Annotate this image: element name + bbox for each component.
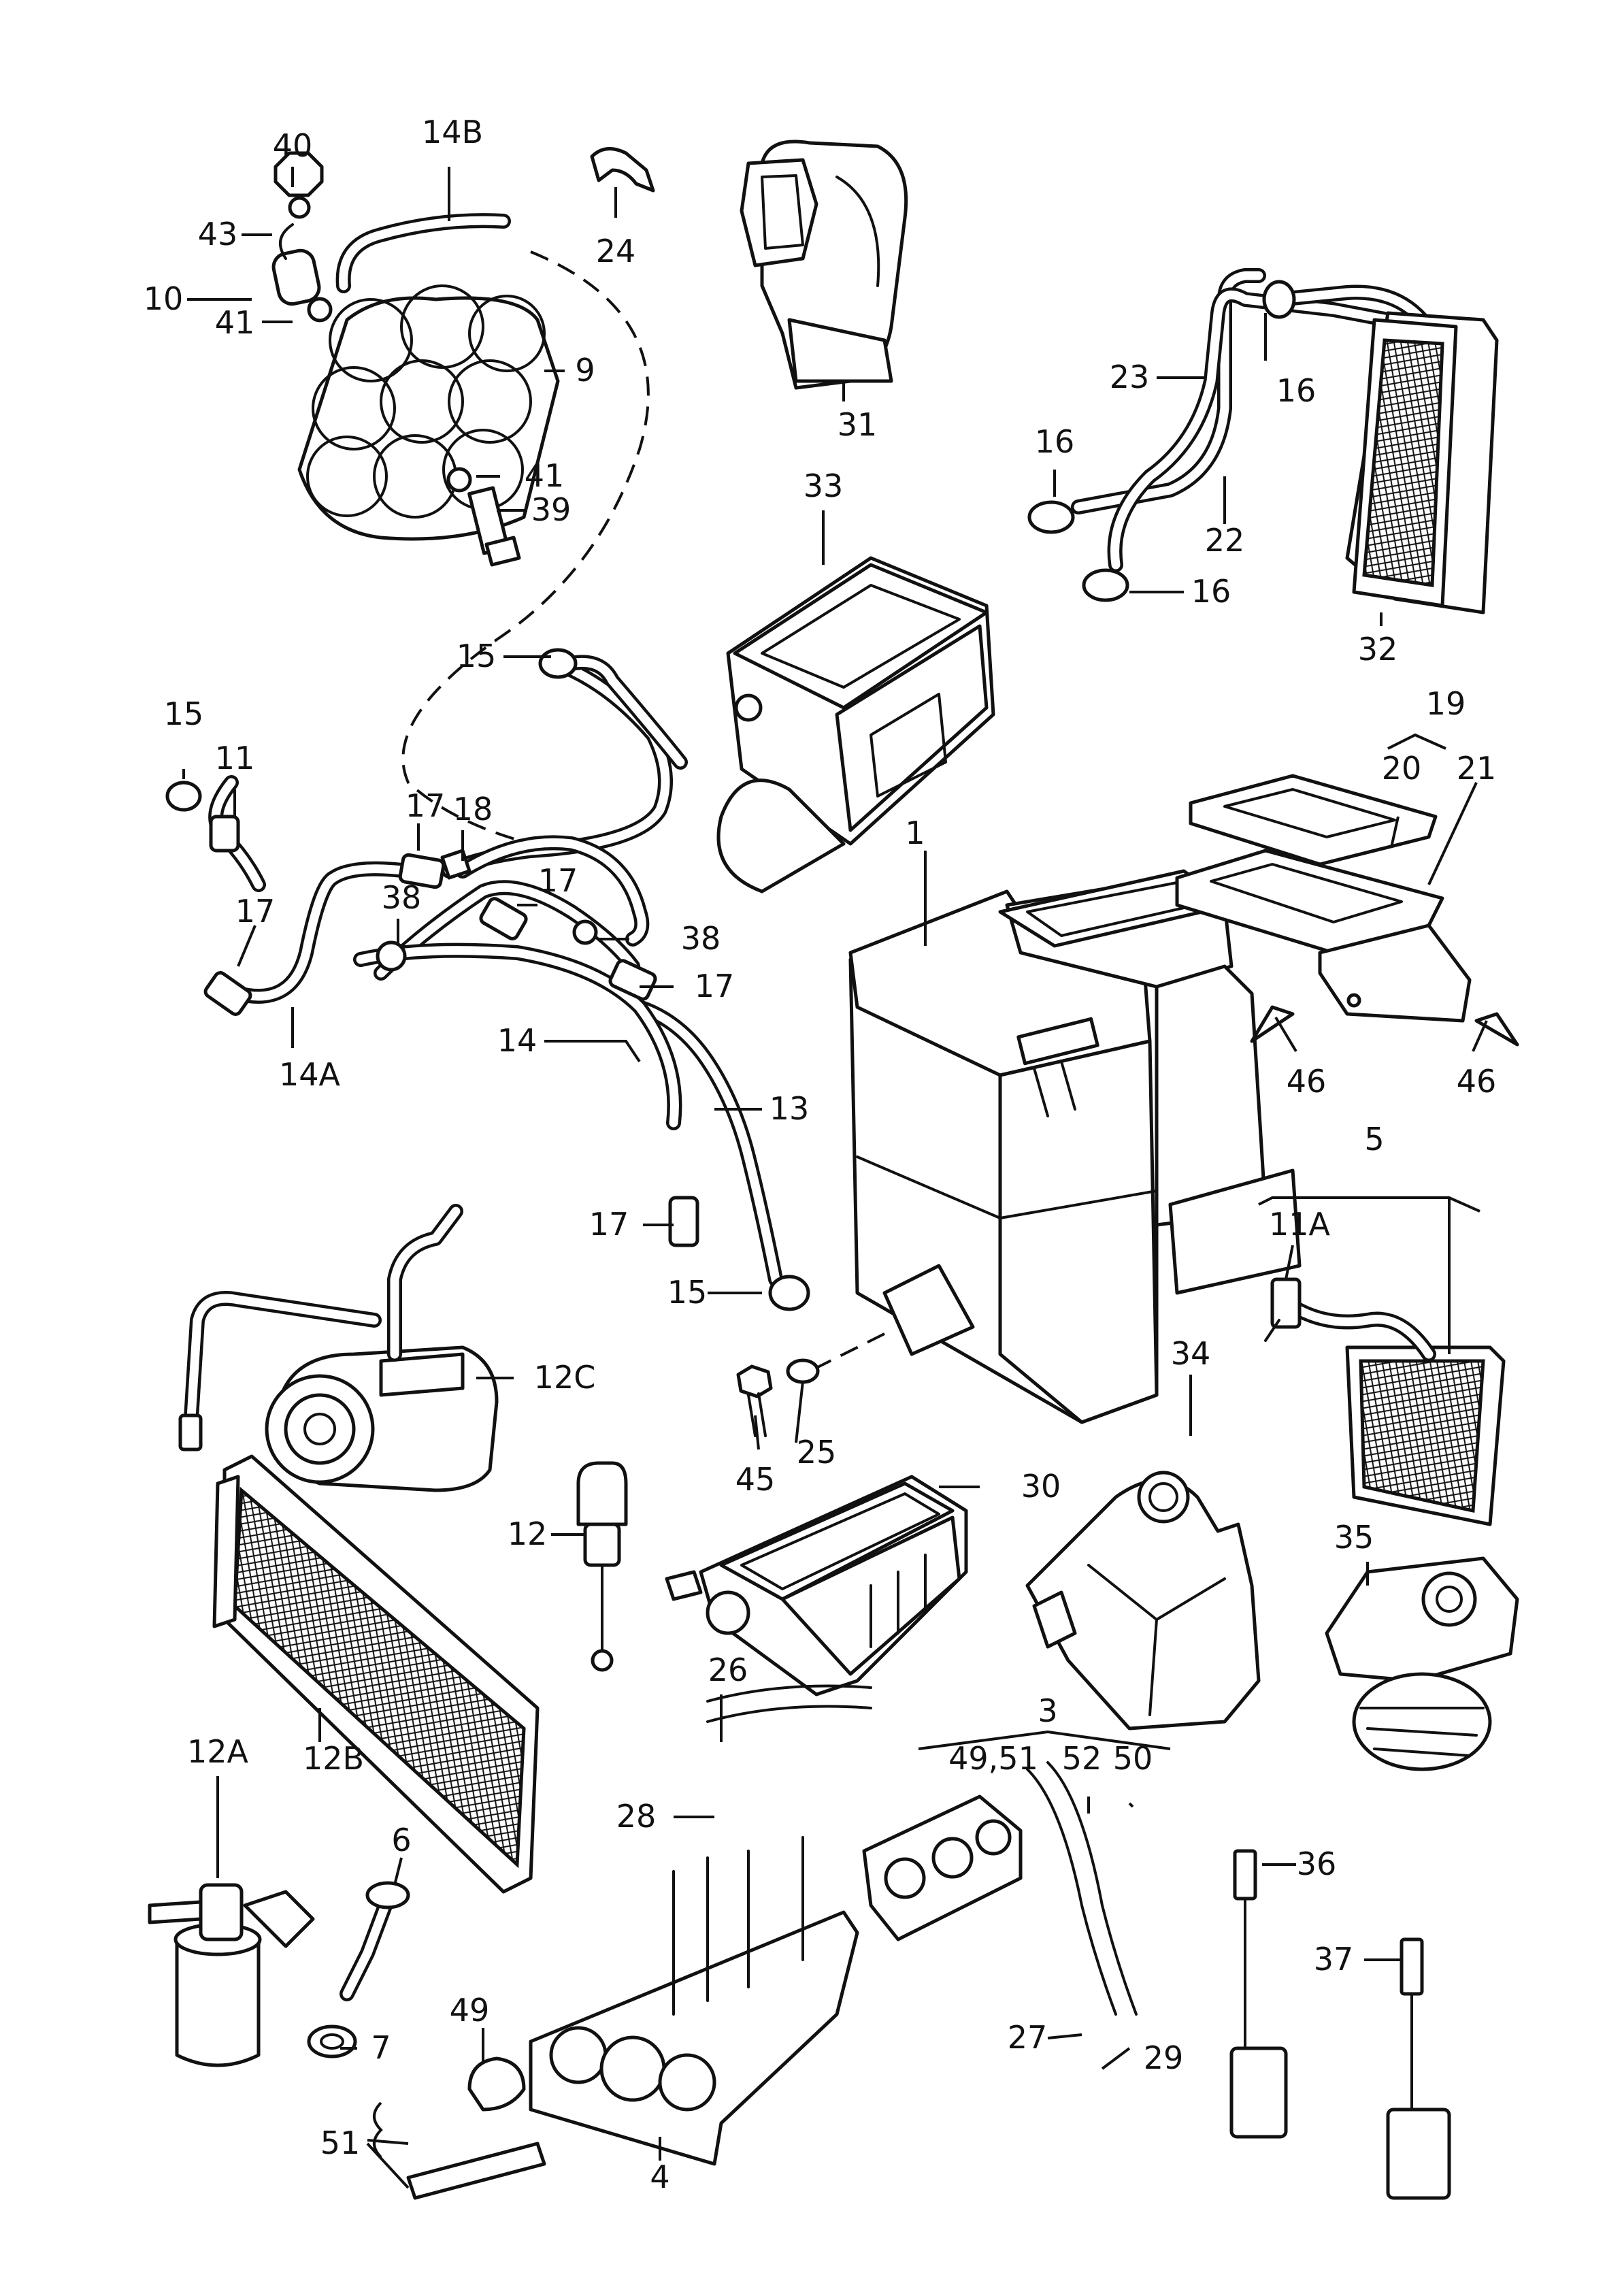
callout-13: 13: [769, 1090, 810, 1127]
callout-24: 24: [596, 233, 636, 269]
callout-37: 37: [1314, 1941, 1354, 1978]
callout-20: 20: [1382, 750, 1422, 787]
callout-12c: 12C: [534, 1359, 596, 1396]
callout-17-d: 17: [695, 968, 735, 1004]
hvac-housing: [816, 869, 1302, 1424]
evaporator: [1264, 1277, 1506, 1526]
callout-12b: 12B: [303, 1740, 364, 1777]
wiring-harness-37: [1386, 1937, 1451, 2200]
callout-5: 5: [1364, 1121, 1384, 1158]
callout-1: 1: [905, 815, 925, 851]
callout-25: 25: [797, 1434, 837, 1471]
callout-17-c: 17: [538, 862, 578, 899]
callout-41-a: 41: [215, 304, 255, 341]
heater-box-lower: [665, 1475, 968, 1696]
compressor: [178, 1204, 499, 1492]
callout-50: 50: [1113, 1740, 1153, 1777]
callout-32: 32: [1358, 631, 1398, 668]
callout-14: 14: [497, 1022, 537, 1059]
blower-motor: [1325, 1556, 1519, 1771]
callout-46-b: 46: [1457, 1063, 1497, 1100]
wiring-harness-36: [1229, 1849, 1288, 2139]
callout-49-51: 49,51: [948, 1740, 1038, 1777]
callout-15-a: 15: [457, 638, 497, 674]
callout-3: 3: [1038, 1692, 1057, 1729]
callout-43: 43: [198, 216, 238, 252]
callout-6: 6: [391, 1822, 411, 1858]
callout-12: 12: [508, 1515, 548, 1552]
callout-36: 36: [1297, 1846, 1337, 1882]
callout-46-a: 46: [1287, 1063, 1327, 1100]
air-intake-housing: [716, 556, 995, 893]
pressure-switch: [576, 1461, 628, 1672]
callout-38-a: 38: [382, 879, 422, 916]
callout-4: 4: [650, 2159, 669, 2195]
callout-22: 22: [1205, 522, 1245, 559]
seal-gaskets: [1175, 774, 1519, 1047]
condenser: [212, 1454, 540, 1894]
expansion-tank: [271, 151, 560, 567]
callout-51: 51: [320, 2125, 361, 2161]
callout-45: 45: [735, 1461, 776, 1498]
callout-23: 23: [1110, 359, 1150, 395]
callout-15-c: 15: [667, 1274, 708, 1311]
callout-33: 33: [804, 468, 844, 504]
control-panel: [406, 1684, 1138, 2200]
callout-11a: 11A: [1269, 1206, 1331, 1243]
callout-9: 9: [575, 352, 595, 389]
callout-35: 35: [1334, 1519, 1374, 1556]
callout-29: 29: [1144, 2039, 1184, 2076]
receiver-drier: [148, 1883, 315, 2067]
callout-16-a: 16: [1035, 423, 1075, 460]
callout-11: 11: [215, 740, 255, 776]
blower-housing: [1025, 1471, 1261, 1731]
callout-49: 49: [450, 1992, 490, 2029]
heater-core: [1345, 311, 1499, 614]
callout-27: 27: [1008, 2019, 1048, 2056]
callout-30: 30: [1021, 1468, 1061, 1505]
callout-7: 7: [371, 2029, 391, 2066]
callout-16-b: 16: [1276, 372, 1317, 409]
callout-21: 21: [1457, 750, 1497, 787]
callout-labels: 1 3 4 5 6 7 9 10 11 11A 12 12A 12B 12C 1…: [144, 114, 1497, 2195]
bolt-washer: [736, 1358, 820, 1437]
callout-34: 34: [1171, 1335, 1211, 1372]
callout-41-b: 41: [525, 457, 565, 494]
callout-16-c: 16: [1191, 573, 1231, 610]
callout-14b: 14B: [422, 114, 483, 150]
drain-hose: [307, 1881, 410, 2059]
leader-lines: [182, 167, 1488, 2189]
callout-10: 10: [144, 280, 184, 317]
callout-26: 26: [708, 1652, 748, 1688]
callout-28: 28: [616, 1798, 657, 1835]
callout-52: 52: [1062, 1740, 1102, 1777]
heater-hoses: [1027, 268, 1429, 602]
callout-17-b: 17: [235, 893, 276, 930]
air-duct: [590, 140, 908, 390]
callout-40: 40: [273, 127, 313, 164]
callout-19: 19: [1426, 685, 1466, 722]
callout-17-e: 17: [589, 1206, 629, 1243]
callout-38-b: 38: [681, 920, 721, 957]
callout-14a: 14A: [279, 1056, 341, 1093]
callout-31: 31: [838, 406, 878, 443]
callout-18: 18: [453, 791, 493, 827]
callout-17-a: 17: [405, 787, 446, 824]
callout-12a: 12A: [187, 1733, 249, 1770]
callout-39: 39: [531, 491, 572, 528]
callout-15-b: 15: [164, 695, 204, 732]
